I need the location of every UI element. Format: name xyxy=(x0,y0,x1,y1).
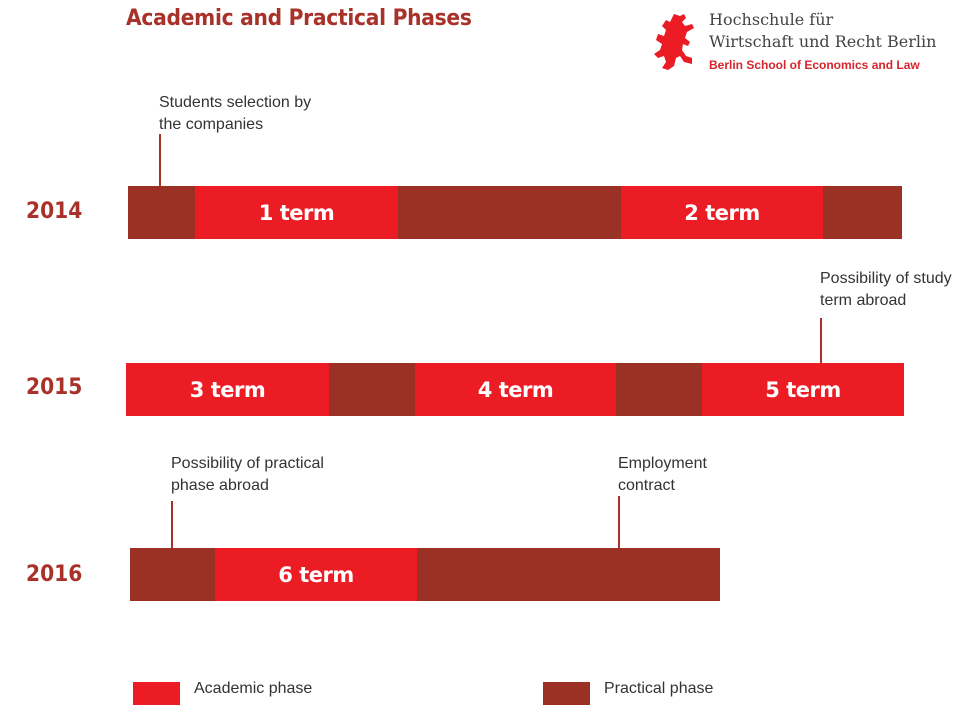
segment-label: 1 term xyxy=(258,200,335,225)
row-2014-segment-3 xyxy=(398,186,621,239)
segment-label: 4 term xyxy=(477,377,554,402)
row-2016-segment-2: 6 term xyxy=(215,548,417,601)
segment-label: 3 term xyxy=(189,377,266,402)
employment-line1: Employment xyxy=(618,455,707,472)
study-abroad-line2: term abroad xyxy=(820,292,907,309)
employment-line2: contract xyxy=(618,477,675,494)
logo-line2: Wirtschaft und Recht Berlin xyxy=(709,32,937,51)
legend-academic-swatch xyxy=(133,682,180,705)
legend-practical-swatch xyxy=(543,682,590,705)
berlin-bear-logo-icon xyxy=(654,14,694,70)
year-2016: 2016 xyxy=(26,562,83,587)
row-2014-segment-1 xyxy=(128,186,195,239)
row-2014-segment-4: 2 term xyxy=(621,186,823,239)
study-abroad-connector xyxy=(820,318,822,363)
logo-line1: Hochschule für xyxy=(709,10,834,29)
legend-academic-label: Academic phase xyxy=(194,680,313,697)
students-selection-note: Students selection by the companies xyxy=(159,92,311,136)
row-2015-segment-5: 5 term xyxy=(702,363,904,416)
practical-abroad-line2: phase abroad xyxy=(171,477,269,494)
year-2015: 2015 xyxy=(26,375,83,400)
practical-abroad-line1: Possibility of practical xyxy=(171,455,324,472)
employment-connector xyxy=(618,496,620,548)
row-2016-segment-3 xyxy=(417,548,720,601)
students-selection-line1: Students selection by xyxy=(159,94,312,111)
students-selection-connector xyxy=(159,134,161,186)
study-abroad-note: Possibility of study term abroad xyxy=(820,268,952,312)
row-2015-segment-2 xyxy=(329,363,415,416)
logo-line3: Berlin School of Economics and Law xyxy=(709,58,920,72)
segment-label: 6 term xyxy=(278,562,354,587)
study-abroad-line1: Possibility of study xyxy=(820,270,952,287)
row-2014-segment-2: 1 term xyxy=(195,186,398,239)
practical-abroad-note: Possibility of practical phase abroad xyxy=(171,453,324,497)
segment-label: 2 term xyxy=(684,200,760,225)
row-2014-segment-5 xyxy=(823,186,902,239)
page-title: Academic and Practical Phases xyxy=(126,6,472,31)
students-selection-line2: the companies xyxy=(159,116,264,133)
row-2015-segment-4 xyxy=(616,363,702,416)
legend-practical-label: Practical phase xyxy=(604,680,714,697)
year-2014: 2014 xyxy=(26,199,83,224)
segment-label: 5 term xyxy=(765,377,841,402)
employment-note: Employment contract xyxy=(618,453,707,497)
row-2015-segment-3: 4 term xyxy=(415,363,616,416)
practical-abroad-connector xyxy=(171,501,173,548)
row-2015-segment-1: 3 term xyxy=(126,363,329,416)
row-2016-segment-1 xyxy=(130,548,215,601)
